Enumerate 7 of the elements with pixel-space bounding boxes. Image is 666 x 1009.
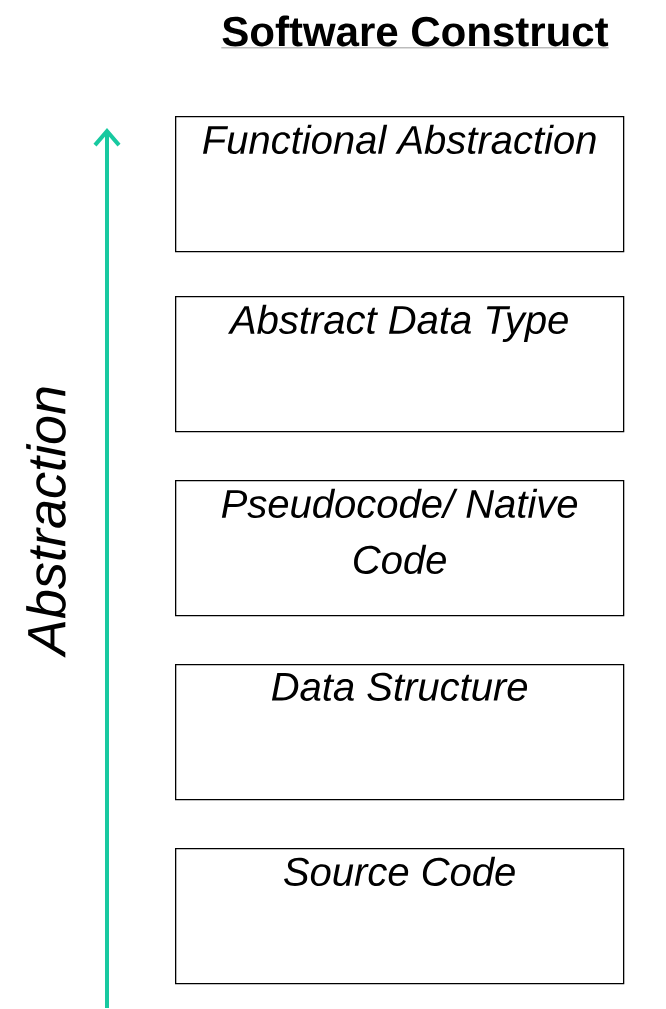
- title: Software Construct: [221, 15, 609, 49]
- text-box: Pseudocode/ Native Code: [175, 480, 625, 617]
- text-box: Abstract Data Type: [175, 296, 625, 433]
- axis-label: Abstraction: [26, 387, 66, 658]
- text-box: Source Code: [175, 848, 625, 985]
- text-box: Data Structure: [175, 664, 625, 801]
- text-box: Functional Abstraction: [175, 116, 625, 253]
